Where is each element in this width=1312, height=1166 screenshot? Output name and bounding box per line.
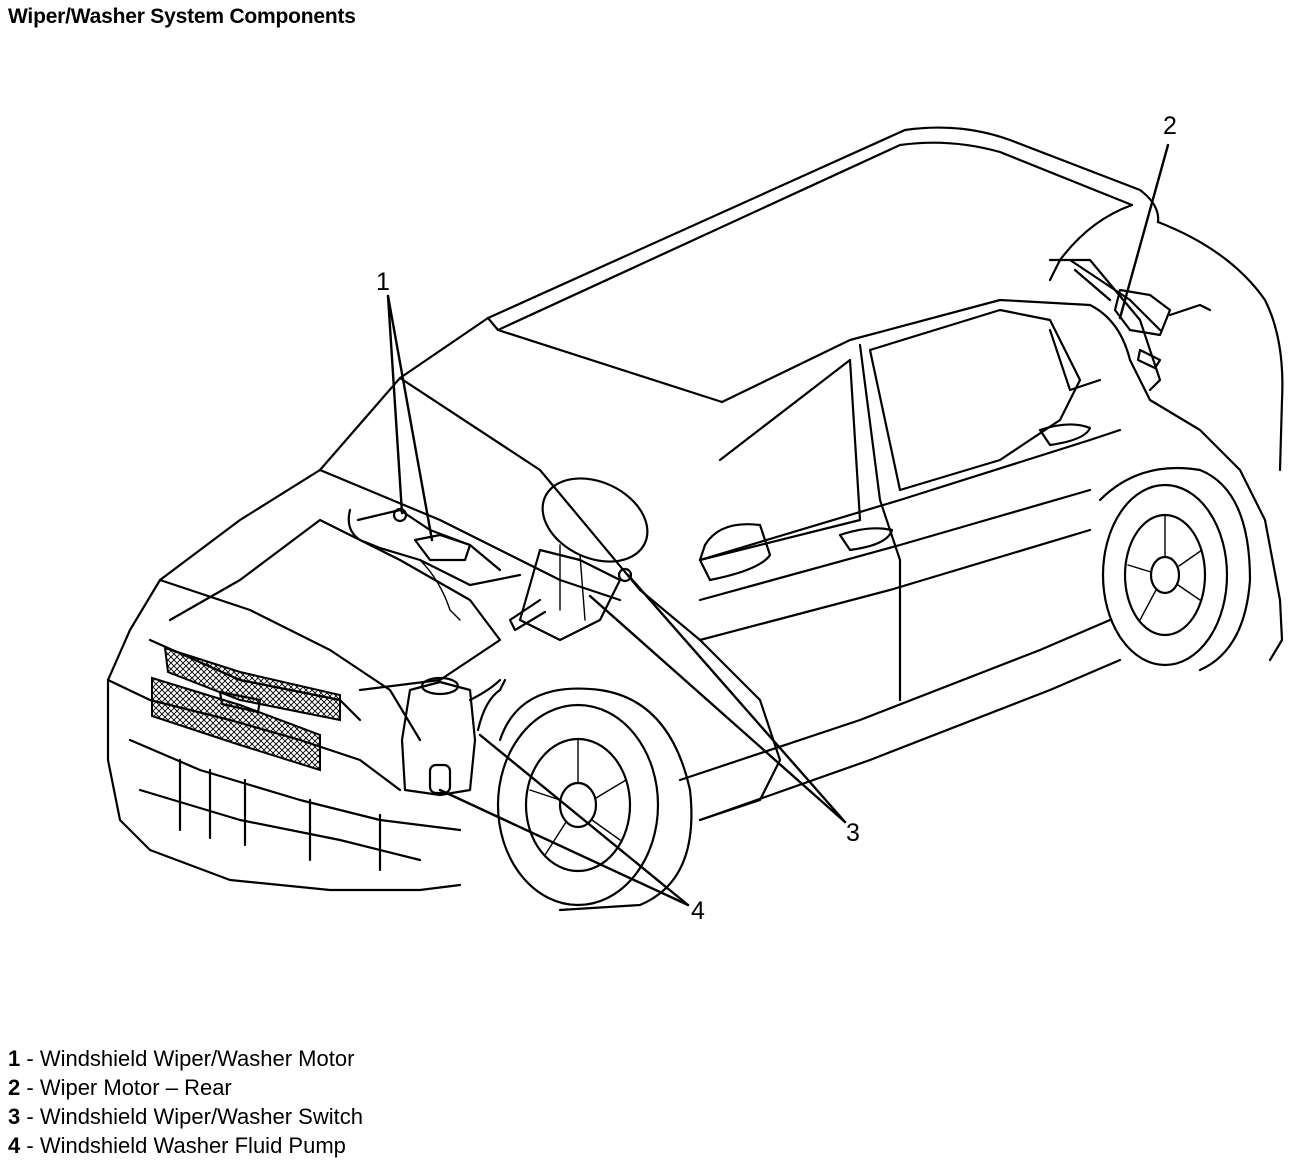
legend-number: 4 (8, 1133, 21, 1158)
legend-number: 3 (8, 1104, 21, 1129)
legend-item: 2 - Wiper Motor – Rear (8, 1073, 363, 1102)
legend-item: 4 - Windshield Washer Fluid Pump (8, 1131, 363, 1160)
washer-reservoir (400, 676, 507, 797)
vehicle-front (128, 518, 502, 872)
legend-number: 2 (8, 1075, 21, 1100)
legend-label: Windshield Washer Fluid Pump (39, 1133, 346, 1158)
legend-label: Windshield Wiper/Washer Motor (39, 1046, 355, 1071)
diagram-title: Wiper/Washer System Components (8, 5, 356, 28)
legend-label: Windshield Wiper/Washer Switch (39, 1104, 363, 1129)
callout-1: 1 (376, 268, 390, 296)
callout-2: 2 (1163, 112, 1177, 140)
legend-number: 1 (8, 1046, 21, 1071)
callout-3: 3 (846, 819, 860, 847)
callout-4: 4 (691, 897, 705, 925)
steering-column (508, 477, 649, 642)
legend-item: 1 - Windshield Wiper/Washer Motor (8, 1044, 363, 1073)
wiper-motor-linkage (347, 507, 522, 621)
component-legend: 1 - Windshield Wiper/Washer Motor 2 - Wi… (8, 1044, 363, 1160)
legend-separator: - (20, 1133, 40, 1158)
legend-separator: - (20, 1046, 40, 1071)
wheels (496, 466, 1252, 912)
callout-leader-lines (386, 143, 1170, 907)
legend-item: 3 - Windshield Wiper/Washer Switch (8, 1102, 363, 1131)
vehicle-body-outline (106, 126, 1284, 892)
legend-label: Wiper Motor – Rear (39, 1075, 232, 1100)
rear-wiper-motor (1068, 258, 1212, 370)
legend-separator: - (20, 1075, 40, 1100)
legend-separator: - (20, 1104, 40, 1129)
